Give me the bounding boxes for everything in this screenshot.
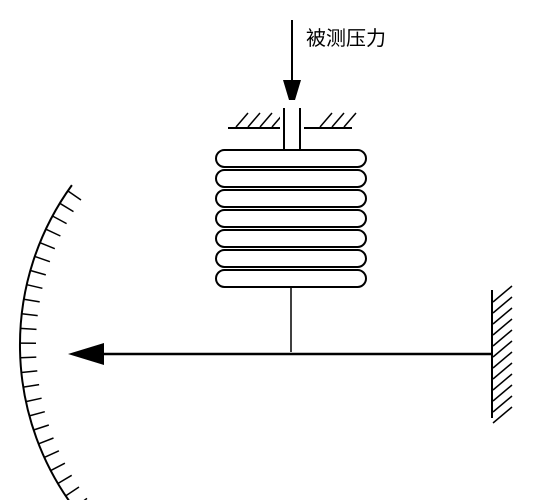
scale-tick [52,215,67,225]
scale-tick [65,486,80,497]
bellows-ring [215,269,367,288]
hatch-line [319,112,333,128]
bellows [215,138,367,288]
hatch-line [492,285,513,303]
bellows-ring [215,189,367,208]
hatch-line [492,362,513,380]
scale-tick [67,190,82,201]
scale-tick [34,255,51,263]
top-fixed-support [228,100,357,130]
right-fixed-wall [491,285,513,424]
hatch-line [259,112,273,128]
scale-tick [21,370,38,374]
scale-tick [50,462,66,472]
hatch-line [492,406,513,424]
bellows-ring [215,149,367,168]
scale-tick [21,312,38,317]
pressure-arrow [283,20,301,110]
hatch-line [492,296,513,314]
bellows-ring [215,169,367,188]
hatch-line [492,318,513,336]
hatch-line [492,351,513,369]
bellows-ring [215,229,367,248]
bellows-ring [215,249,367,268]
scale-tick [30,269,47,276]
hatch-line [492,329,513,347]
hatch-line [247,112,261,128]
hatch-line [492,384,513,402]
scale-tick [23,383,40,388]
hatch-line [235,112,249,128]
hatch-line [331,112,345,128]
scale-tick [43,450,60,459]
hatch-line [492,395,513,413]
bellows-ring [215,209,367,228]
measured-pressure-label: 被测压力 [306,26,386,50]
scale-tick [59,202,74,213]
hatch-line [343,112,357,128]
scale-tick [23,298,40,303]
scale-tick [20,327,37,331]
scale-tick [25,397,42,403]
scale-tick [45,228,61,237]
scale-tick [20,356,37,359]
scale-tick [33,424,50,431]
hatch-line [492,373,513,391]
hatch-line [492,340,513,358]
hatch-line [492,307,513,325]
scale-tick [38,437,54,445]
scale-arc [19,184,88,500]
scale-tick [39,242,56,250]
scale-tick [26,283,43,290]
pointer-lever [68,343,492,365]
scale-tick [57,474,73,485]
scale-tick [29,410,45,417]
